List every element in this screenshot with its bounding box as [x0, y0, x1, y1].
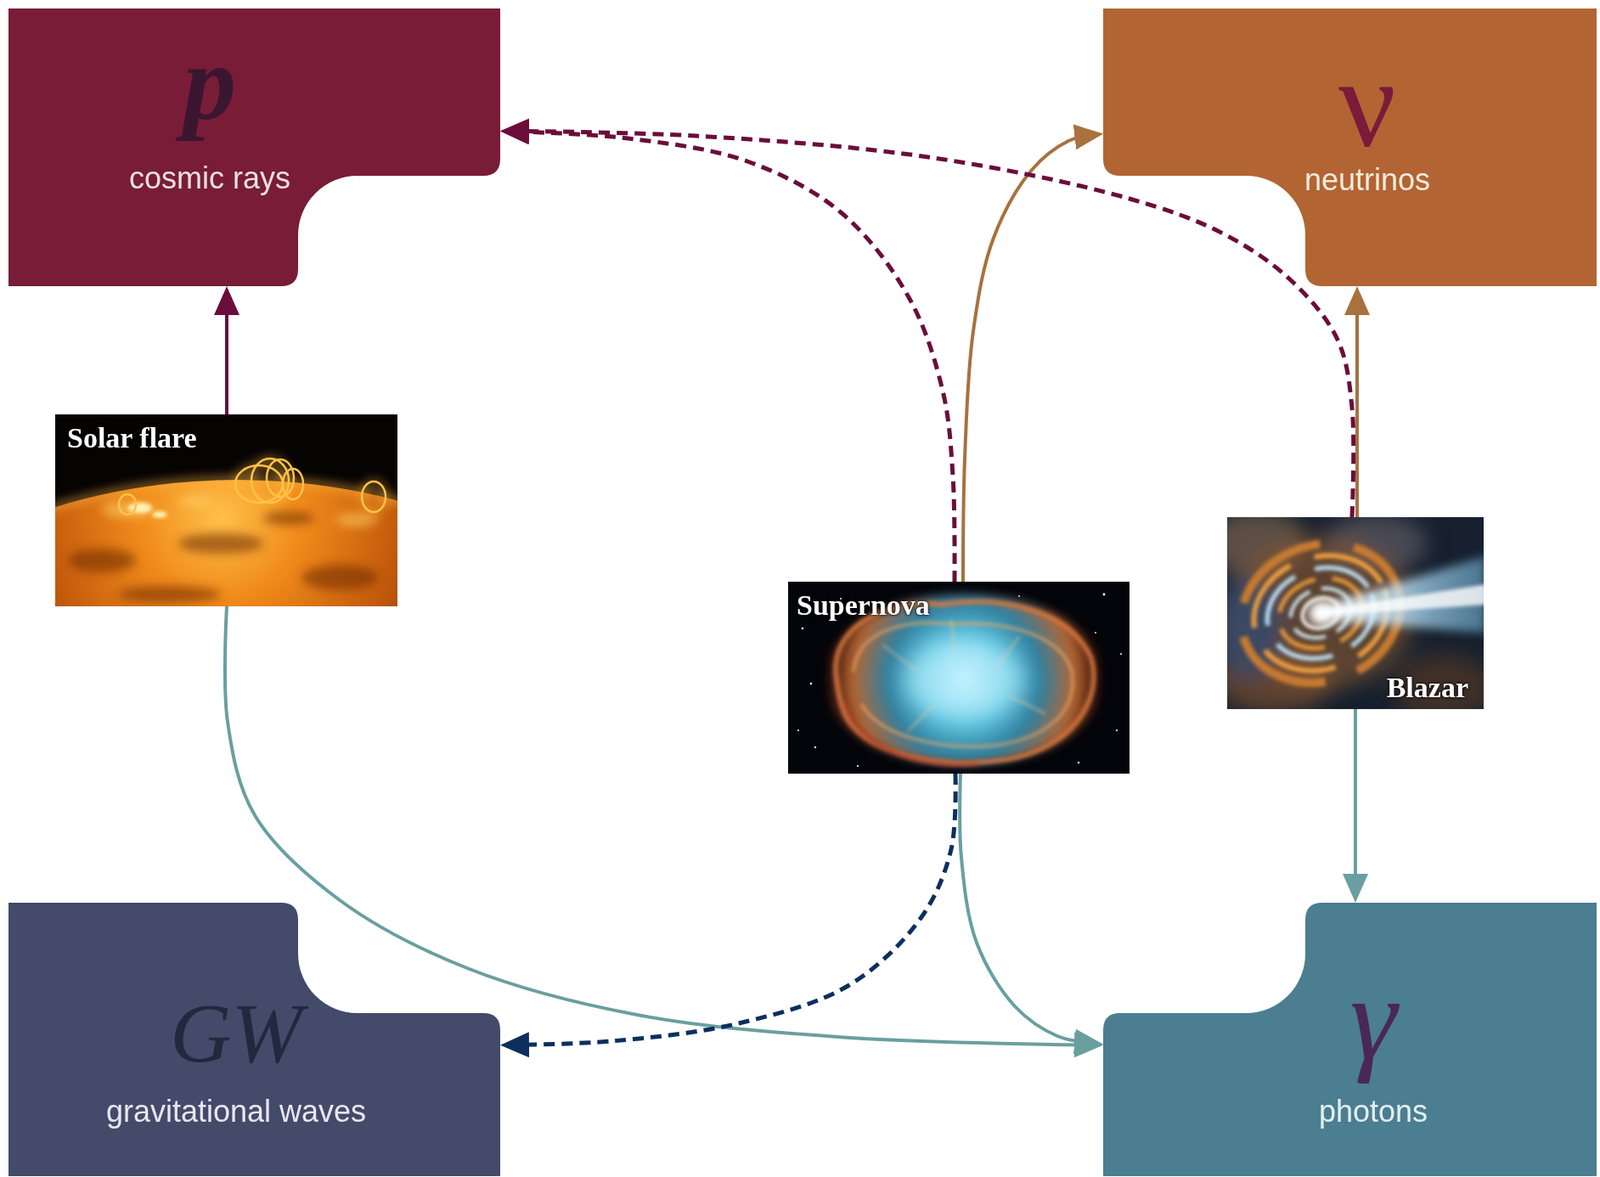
- supernova-illustration: [835, 602, 1094, 763]
- supernova-illustration: [1103, 593, 1106, 597]
- box-fill: [8, 902, 501, 1177]
- supernova-illustration: [788, 581, 1130, 774]
- solar-flare-illustration: [361, 481, 386, 513]
- solar-flare-illustration: [55, 479, 398, 607]
- connector: [510, 773, 956, 1046]
- supernova-illustration: [835, 602, 1094, 766]
- messenger-name: cosmic rays: [129, 160, 291, 196]
- supernova-illustration: [1094, 631, 1097, 634]
- connector: [225, 606, 1093, 1046]
- gravitational-wave-box: GW gravitational waves: [8, 902, 501, 1177]
- blazar-illustration: [1227, 517, 1484, 710]
- box-fill: [1103, 8, 1597, 287]
- solar-flare-illustration: [67, 548, 136, 573]
- solar-flare-illustration: [118, 585, 221, 603]
- solar-flare-illustration: [118, 494, 136, 515]
- supernova-illustration: [1077, 761, 1080, 764]
- solar-flare-illustration: [282, 468, 304, 500]
- solar-flare-illustration: [335, 512, 378, 527]
- blazar-image: Blazar: [1227, 517, 1484, 710]
- solar-flare-illustration: [55, 479, 398, 607]
- cosmic-ray-box: p cosmic rays: [8, 8, 501, 287]
- supernova-image: Supernova: [788, 581, 1130, 774]
- supernova-illustration: [810, 682, 813, 686]
- supernova-illustration: [797, 729, 800, 732]
- blazar-illustration: [1320, 556, 1484, 633]
- supernova-illustration: [801, 627, 805, 631]
- connector: [1353, 709, 1358, 893]
- messenger-name: gravitational waves: [106, 1093, 367, 1129]
- connector: [510, 131, 955, 582]
- solar-flare-illustration: [178, 533, 264, 554]
- solar-flare-illustration: [152, 511, 168, 519]
- solar-flare-illustration: [235, 465, 283, 503]
- box-fill: [8, 8, 501, 287]
- solar-flare-illustration: [235, 458, 386, 513]
- blazar-illustration: [1227, 517, 1484, 710]
- connector: [1355, 296, 1359, 518]
- connector: [963, 135, 1093, 582]
- supernova-illustration: [856, 765, 859, 767]
- supernova-illustration: [883, 619, 1045, 731]
- box-fill: [1103, 902, 1597, 1177]
- solar-flare-illustration: [263, 511, 315, 525]
- photon-box: γ photons: [1103, 902, 1597, 1177]
- particle-symbol: γ: [1349, 949, 1397, 1087]
- particle-symbol: ν: [1338, 29, 1397, 177]
- source-label: Blazar: [1386, 670, 1469, 705]
- connector: [959, 773, 1093, 1044]
- connector: [225, 296, 229, 415]
- supernova-illustration: [904, 641, 1024, 718]
- messenger-name: photons: [1318, 1093, 1428, 1129]
- particle-symbol: p: [183, 22, 237, 145]
- supernova-illustration: [1115, 729, 1118, 732]
- supernova-illustration: [814, 746, 817, 749]
- solar-flare-illustration: [361, 481, 386, 513]
- connector: [510, 130, 1354, 518]
- messenger-name: neutrinos: [1304, 162, 1431, 198]
- supernova-illustration: [788, 581, 1130, 774]
- source-label: Solar flare: [67, 421, 198, 455]
- blazar-illustration: [1320, 584, 1484, 616]
- solar-flare-illustration: [118, 458, 386, 515]
- solar-flare-illustration: [301, 564, 378, 591]
- box-shape: [8, 8, 501, 287]
- supernova-illustration: [1120, 653, 1122, 655]
- supernova-illustration: [853, 622, 1073, 747]
- solar-flare-illustration: [128, 502, 153, 513]
- supernova-illustration: [1018, 595, 1020, 598]
- solar-flare-image: Solar flare: [55, 414, 398, 607]
- solar-flare-illustration: [178, 495, 213, 508]
- neutrino-box: νneutrinos: [1103, 8, 1597, 287]
- solar-flare-illustration: [67, 495, 378, 603]
- solar-flare-illustration: [55, 414, 398, 607]
- source-label: Supernova: [796, 588, 930, 622]
- particle-symbol: GW: [169, 984, 303, 1082]
